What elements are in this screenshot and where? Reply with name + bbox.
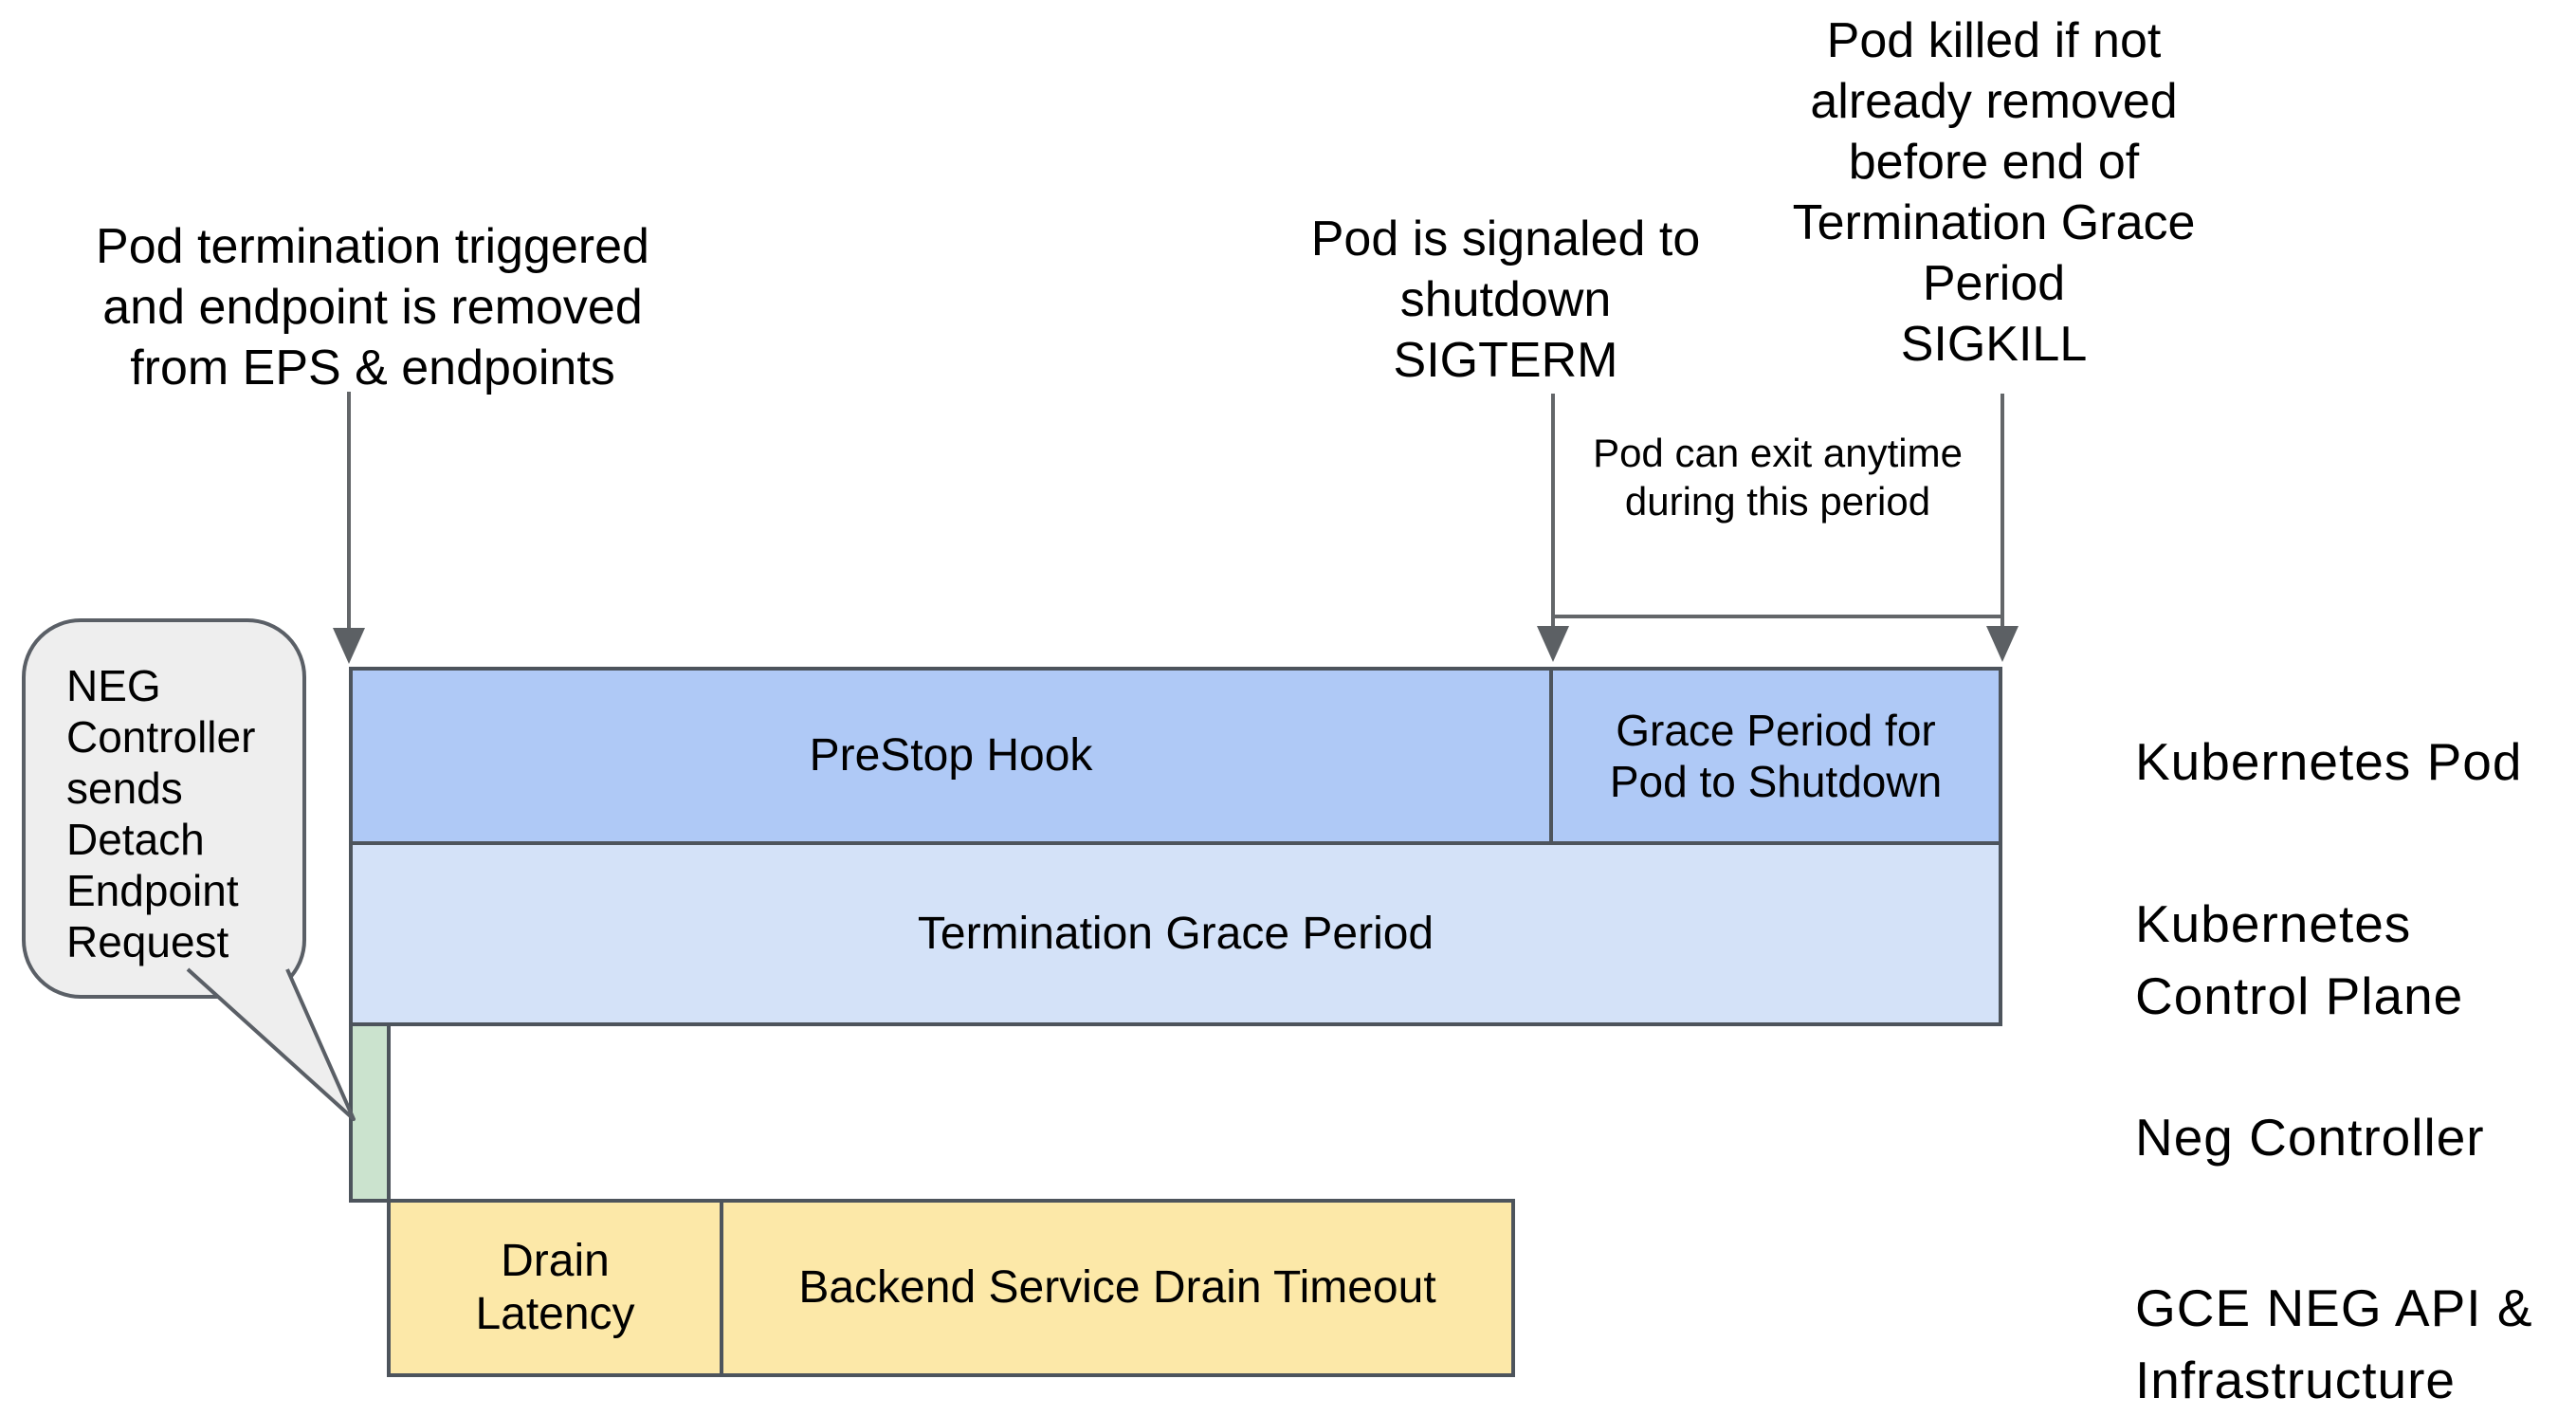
- bar-backend-drain-timeout-label: Backend Service Drain Timeout: [798, 1262, 1436, 1313]
- annotation-pod-termination: Pod termination triggered and endpoint i…: [41, 216, 704, 398]
- row-label-kubernetes-pod: Kubernetes Pod: [2135, 726, 2522, 798]
- bar-label-line: Pod to Shutdown: [1609, 757, 1943, 806]
- arrow-sigkill-head-icon: [1986, 626, 2019, 662]
- annotation-line: and endpoint is removed: [102, 280, 643, 335]
- row-label-line: Infrastructure: [2135, 1351, 2457, 1409]
- row-label-kubernetes-control-plane: Kubernetes Control Plane: [2135, 888, 2463, 1032]
- bubble-line: Request: [66, 917, 229, 966]
- period-connector-line: [1553, 615, 2002, 618]
- bar-gce-drain-row: Drain Latency Backend Service Drain Time…: [387, 1199, 1515, 1377]
- arrow-sigterm-head-icon: [1537, 626, 1569, 662]
- annotation-line: Pod killed if not: [1826, 13, 2162, 68]
- bar-grace-period: Grace Period for Pod to Shutdown: [1549, 667, 2002, 845]
- row-label-neg-controller: Neg Controller: [2135, 1101, 2485, 1173]
- annotation-line: SIGKILL: [1900, 317, 2088, 372]
- bar-prestop-hook-label: PreStop Hook: [809, 730, 1093, 781]
- annotation-line: shutdown: [1399, 272, 1612, 327]
- row-label-line: Neg Controller: [2135, 1108, 2485, 1167]
- bar-label-line: Grace Period for: [1616, 706, 1936, 755]
- annotation-line: Pod is signaled to: [1310, 211, 1701, 267]
- bar-label-line: Drain: [501, 1236, 610, 1286]
- annotation-sigkill: Pod killed if not already removed before…: [1747, 10, 2240, 375]
- arrow-pod-termination-stem: [347, 392, 351, 631]
- annotation-sigterm: Pod is signaled to shutdown SIGTERM: [1269, 209, 1743, 391]
- arrow-pod-termination-head-icon: [333, 628, 365, 664]
- row-label-line: Control Plane: [2135, 966, 2464, 1025]
- bar-backend-drain-timeout: Backend Service Drain Timeout: [720, 1203, 1511, 1373]
- bubble-line: Detach: [66, 815, 205, 864]
- bar-termination-grace-period-label: Termination Grace Period: [917, 908, 1434, 959]
- bar-label-line: Latency: [475, 1289, 635, 1339]
- row-label-gce-neg-api: GCE NEG API & Infrastructure: [2135, 1272, 2533, 1416]
- annotation-line: already removed: [1810, 74, 2178, 129]
- speech-bubble-text: NEG Controller sends Detach Endpoint Req…: [66, 660, 255, 967]
- bubble-line: Endpoint: [66, 866, 239, 915]
- bar-drain-latency-label: Drain Latency: [475, 1235, 634, 1341]
- note-pod-can-exit: Pod can exit anytime during this period: [1550, 429, 2005, 525]
- arrow-sigterm-stem: [1551, 394, 1555, 629]
- annotation-line: Termination Grace: [1792, 195, 2196, 250]
- annotation-line: Period: [1922, 256, 2066, 311]
- note-line: during this period: [1624, 479, 1931, 524]
- row-label-line: Kubernetes: [2135, 894, 2412, 953]
- row-label-line: Kubernetes Pod: [2135, 732, 2523, 791]
- annotation-line: Pod termination triggered: [96, 219, 649, 274]
- note-line: Pod can exit anytime: [1593, 431, 1963, 475]
- bar-drain-latency: Drain Latency: [391, 1203, 720, 1373]
- bar-termination-grace-period: Termination Grace Period: [349, 841, 2002, 1026]
- bar-grace-period-label: Grace Period for Pod to Shutdown: [1610, 705, 1942, 807]
- bubble-line: sends: [66, 763, 183, 813]
- row-label-line: GCE NEG API &: [2135, 1278, 2533, 1337]
- annotation-line: SIGTERM: [1393, 333, 1618, 388]
- arrow-sigkill-stem: [2001, 394, 2004, 629]
- annotation-line: before end of: [1848, 135, 2140, 190]
- speech-bubble: [22, 618, 306, 999]
- bubble-line: Controller: [66, 712, 256, 762]
- annotation-line: from EPS & endpoints: [130, 340, 615, 395]
- bubble-line: NEG: [66, 661, 161, 710]
